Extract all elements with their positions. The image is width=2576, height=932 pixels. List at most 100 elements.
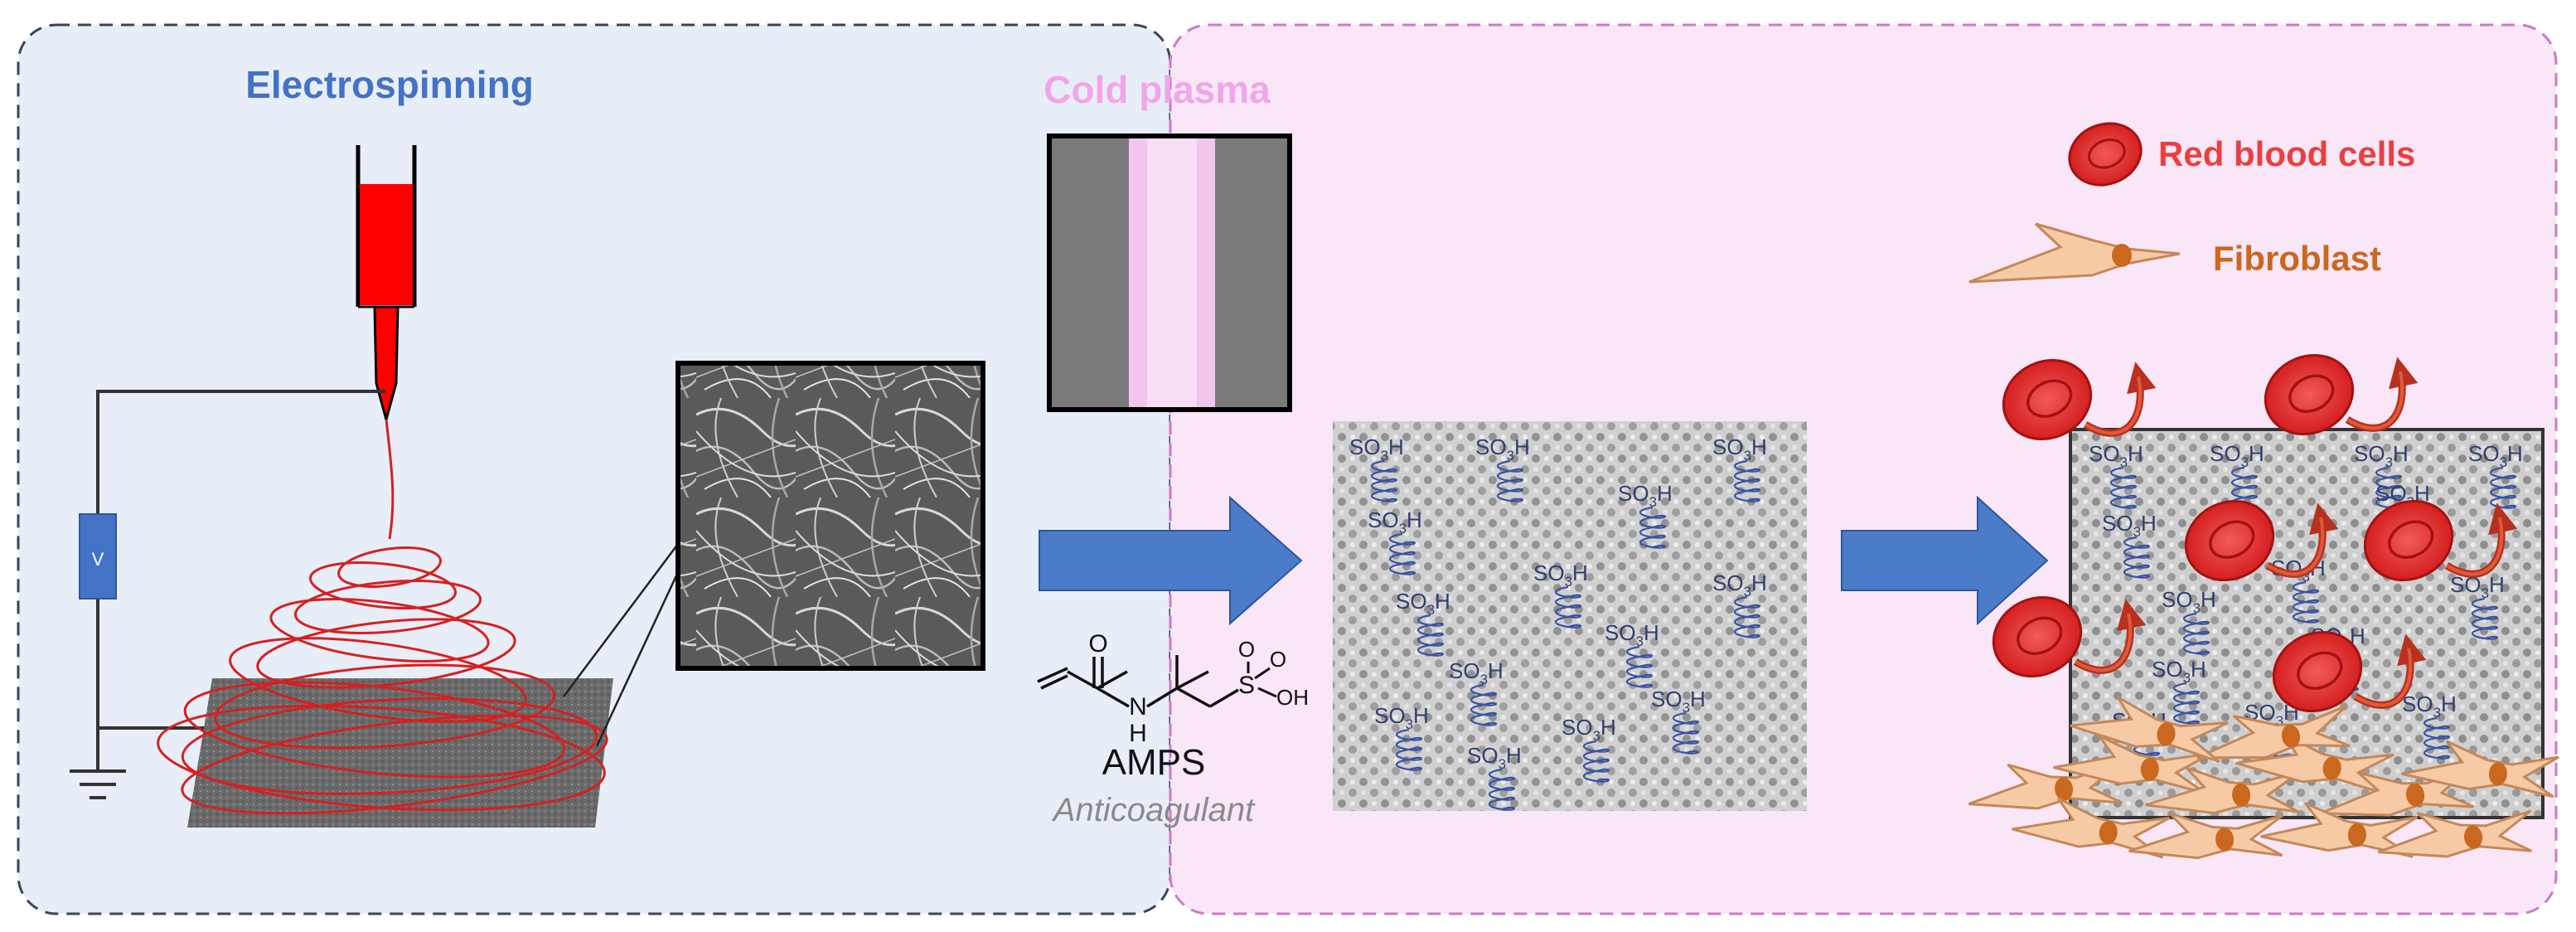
polymer-chain xyxy=(1639,506,1667,549)
amps-atom-o: O xyxy=(1088,630,1107,658)
process-arrow-2 xyxy=(1841,495,2049,626)
amps-atom-s: S xyxy=(1238,672,1255,699)
so3h-label: SO3H xyxy=(1562,715,1616,744)
legend-label-rbc: Red blood cells xyxy=(2158,134,2415,173)
so3h-label: SO3H xyxy=(1618,481,1673,510)
fibroblast-icon xyxy=(1968,222,2181,284)
polymer-chain xyxy=(1582,740,1610,783)
so3h-group: SO3H xyxy=(1368,507,1422,575)
sem-nanofiber-image xyxy=(675,361,985,671)
fibroblast-icon xyxy=(2070,696,2229,763)
fibroblast-icon xyxy=(2260,802,2419,858)
so3h-group: SO3H xyxy=(2102,511,2157,579)
so3h-label: SO3H xyxy=(1651,687,1706,716)
legend-label-fibroblast: Fibroblast xyxy=(2213,239,2381,278)
so3h-label: SO3H xyxy=(2210,441,2264,470)
so3h-label: SO3H xyxy=(1533,561,1588,590)
so3h-group: SO3H xyxy=(1651,687,1706,755)
so3h-group: SO3H xyxy=(2210,441,2264,509)
so3h-group: SO3H xyxy=(2089,441,2143,509)
so3h-group: SO3H xyxy=(2162,587,2216,655)
so3h-label: SO3H xyxy=(2162,587,2216,616)
electrospinning-title: Electrospinning xyxy=(245,63,534,106)
polymer-chain xyxy=(1395,728,1423,771)
fibroblast-icon xyxy=(2377,809,2532,858)
polymer-chain xyxy=(1672,711,1700,755)
polymer-chain xyxy=(2172,682,2201,725)
voltage-label: V xyxy=(92,549,104,570)
red-blood-cell-icon xyxy=(2264,353,2419,436)
so3h-label: SO3H xyxy=(1467,743,1522,772)
amps-role: Anticoagulant xyxy=(1052,792,1256,828)
amps-atom-n: N xyxy=(1129,693,1147,721)
amps-structure-icon xyxy=(1037,655,1239,708)
amps-atom-o2: O xyxy=(1238,637,1255,662)
so3h-group: SO3H xyxy=(1374,703,1429,771)
cold-plasma-title: Cold plasma xyxy=(1043,68,1271,111)
so3h-group: SO3H xyxy=(1712,570,1767,638)
amps-atom-o3: O xyxy=(1270,647,1286,672)
so3h-label: SO3H xyxy=(1349,434,1404,464)
so3h-group: SO3H xyxy=(1618,481,1673,549)
red-blood-cell-icon xyxy=(2272,630,2427,713)
so3h-label: SO3H xyxy=(1605,620,1659,649)
fibroblast-icon xyxy=(2012,797,2171,859)
so3h-label: SO3H xyxy=(2354,441,2409,470)
so3h-label: SO3H xyxy=(1449,658,1503,687)
so3h-group: SO3H xyxy=(2354,441,2409,509)
polymer-chain xyxy=(2182,612,2210,655)
plasma-chamber-icon xyxy=(1047,133,1292,412)
so3h-group: SO3H xyxy=(1475,434,1530,502)
polymer-chain xyxy=(2292,580,2320,624)
so3h-label: SO3H xyxy=(1475,434,1530,464)
polymer-chain xyxy=(2123,536,2151,579)
so3h-label: SO3H xyxy=(1368,507,1422,536)
so3h-group: SO3H xyxy=(2468,441,2523,509)
polymer-chain xyxy=(1416,614,1445,657)
so3h-group: SO3H xyxy=(1533,561,1588,629)
fibroblast-icon xyxy=(2235,731,2394,795)
so3h-group: SO3H xyxy=(1712,434,1767,502)
so3h-group: SO3H xyxy=(1605,620,1659,688)
polymer-chain xyxy=(1733,595,1761,638)
red-blood-cell-icon xyxy=(2068,122,2143,187)
fibroblast-cluster xyxy=(1968,696,2559,860)
polymer-chain xyxy=(2109,466,2138,509)
red-blood-cell-icon xyxy=(2002,358,2157,441)
fibroblast-icon xyxy=(2196,705,2351,760)
polymer-chain xyxy=(1733,459,1761,502)
so3h-label: SO3H xyxy=(1712,570,1767,599)
so3h-label: SO3H xyxy=(1396,589,1450,618)
so3h-group: SO3H xyxy=(1396,589,1450,657)
so3h-label: SO3H xyxy=(2089,441,2143,470)
polymer-chain xyxy=(1496,459,1524,502)
so3h-groups-scaffold: SO3HSO3HSO3HSO3HSO3HSO3HSO3HSO3HSO3HSO3H… xyxy=(2089,441,2523,776)
fiber-jet xyxy=(157,419,608,815)
polymer-chain xyxy=(2375,466,2403,509)
so3h-groups-membrane: SO3H SO3H SO3H SO3H SO3H SO3H SO3H SO3H SO3H SO3H… xyxy=(1349,434,1767,811)
polymer-chain xyxy=(2423,716,2451,760)
fibroblast-icon xyxy=(2401,740,2559,799)
so3h-label: SO3H xyxy=(2102,511,2157,540)
so3h-label: SO3H xyxy=(1712,434,1767,464)
polymer-chain xyxy=(1554,585,1582,629)
voltage-circuit xyxy=(70,390,385,799)
so3h-group: SO3H xyxy=(2152,657,2206,725)
polymer-chain xyxy=(1625,645,1654,688)
fibroblast-icon xyxy=(2128,812,2284,860)
so3h-group: SO3H xyxy=(1467,743,1522,811)
zoom-line-bottom xyxy=(595,571,680,747)
polymer-chain xyxy=(2471,597,2499,640)
zoom-line-top xyxy=(563,543,679,697)
polymer-chain xyxy=(1488,768,1516,811)
amps-name: AMPS xyxy=(1102,742,1206,783)
legend: Red blood cells Fibroblast xyxy=(1968,122,2415,284)
so3h-label: SO3H xyxy=(1374,703,1429,732)
so3h-group: SO3H xyxy=(1349,434,1404,502)
so3h-group: SO3H xyxy=(1449,658,1503,726)
polymer-chain xyxy=(1370,459,1398,502)
so3h-group: SO3H xyxy=(1562,715,1616,783)
so3h-label: SO3H xyxy=(2402,692,2457,721)
red-blood-cell-icon xyxy=(1992,595,2147,678)
polymer-chain xyxy=(1388,532,1416,575)
